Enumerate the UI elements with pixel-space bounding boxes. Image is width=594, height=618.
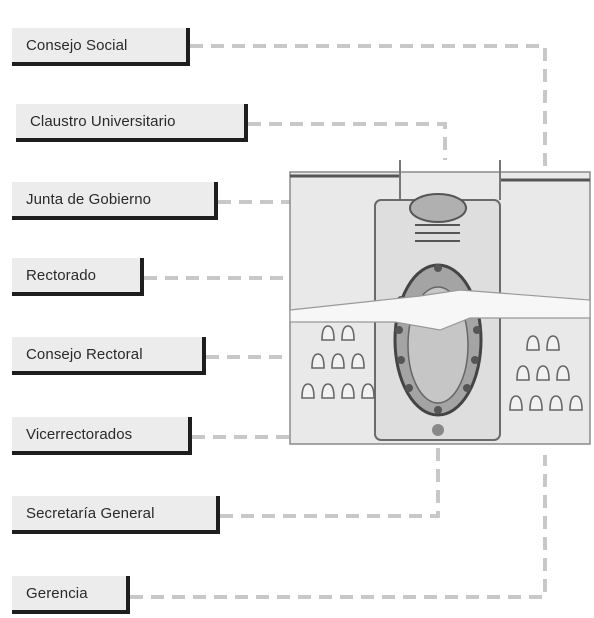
label-secretaria-general: Secretaría General bbox=[12, 496, 220, 534]
connector-gerencia bbox=[130, 455, 547, 599]
label-consejo-rectoral: Consejo Rectoral bbox=[12, 337, 206, 375]
lecture-hall-illustration bbox=[289, 160, 591, 445]
label-text: Gerencia bbox=[26, 584, 88, 602]
upper-dome bbox=[409, 193, 467, 223]
label-text: Consejo Rectoral bbox=[26, 345, 143, 363]
label-text: Rectorado bbox=[26, 266, 97, 284]
label-rectorado: Rectorado bbox=[12, 258, 144, 296]
label-text: Secretaría General bbox=[26, 504, 155, 522]
connector-claustro bbox=[248, 122, 447, 160]
label-consejo-social: Consejo Social bbox=[12, 28, 190, 66]
label-text: Consejo Social bbox=[26, 36, 128, 54]
label-text: Junta de Gobierno bbox=[26, 190, 152, 208]
label-claustro-universitario: Claustro Universitario bbox=[16, 104, 248, 142]
connector-secretaria bbox=[220, 445, 440, 518]
label-vicerrectorados: Vicerrectorados bbox=[12, 417, 192, 455]
paper-strip bbox=[289, 289, 591, 331]
left-seating bbox=[301, 325, 375, 399]
label-gerencia: Gerencia bbox=[12, 576, 130, 614]
label-text: Claustro Universitario bbox=[30, 112, 176, 130]
label-text: Vicerrectorados bbox=[26, 425, 133, 443]
right-seating bbox=[509, 335, 583, 411]
label-junta-de-gobierno: Junta de Gobierno bbox=[12, 182, 218, 220]
connector-consejo-social bbox=[190, 44, 547, 180]
